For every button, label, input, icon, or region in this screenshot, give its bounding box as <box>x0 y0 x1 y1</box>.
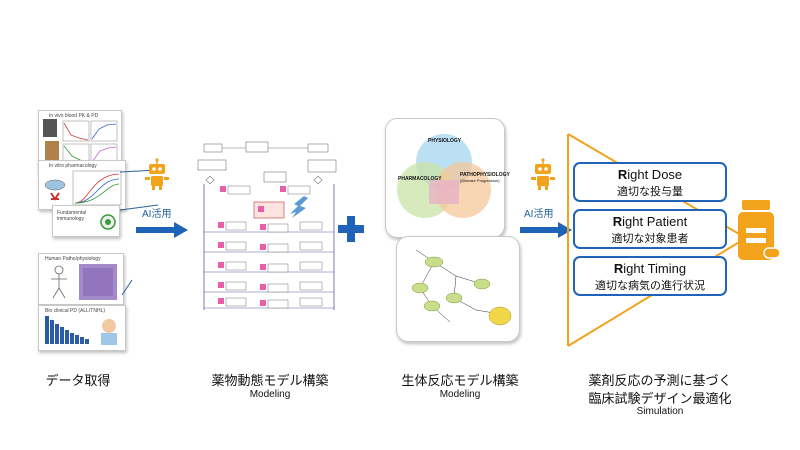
result-right-patient: Right Patient 適切な対象患者 <box>573 209 727 249</box>
caption-bio-sub: Modeling <box>439 389 481 400</box>
big-arrow-2 <box>520 222 572 238</box>
card-title: In vitro pharmacology <box>49 163 97 169</box>
clinical-bar-chart-icon <box>45 316 117 345</box>
venn-label-pharmacology: PHARMACOLOGY <box>398 176 442 182</box>
result-initial: R <box>617 167 628 182</box>
immune-cell-icon <box>100 214 116 230</box>
card-title: Bio clinical PD (ALL/TNHL) <box>45 308 106 314</box>
result-right-dose: Right Dose 適切な投与量 <box>573 162 727 202</box>
result-initial: R <box>613 261 624 276</box>
big-arrow-1 <box>136 222 188 238</box>
venn-label-pathophysiology: PATHOPHYSIOLOGY <box>460 172 510 178</box>
data-card-immunology: Fundamental immunology <box>52 205 120 237</box>
dose-response-icon <box>44 170 122 206</box>
data-card-clinical: Bio clinical PD (ALL/TNHL) <box>38 305 126 351</box>
human-tissue-icon <box>51 264 117 300</box>
result-title: ight Dose <box>627 167 683 182</box>
medicine-bottle-icon <box>738 200 780 260</box>
data-card-human: Human Patho/physiology <box>38 253 124 305</box>
pathway-network <box>411 249 512 326</box>
robot-icon <box>145 158 169 190</box>
caption-sim-line1: 薬剤反応の予測に基づく <box>588 374 732 389</box>
robot-icon <box>531 158 555 190</box>
plus-icon <box>338 216 364 242</box>
pk-model-flowchart <box>196 140 341 318</box>
venn-label-progression: (Disease Progression) <box>460 178 500 183</box>
ai-label: AI活用 <box>142 209 172 220</box>
result-title: ight Patient <box>622 214 688 229</box>
data-card-invitro: In vitro pharmacology <box>38 160 126 210</box>
caption-pk-model: 薬物動態モデル構築 <box>211 374 329 389</box>
card-title: Human Patho/physiology <box>45 256 101 262</box>
caption-sim-line2: 臨床試験デザイン最適化 <box>588 392 732 407</box>
result-jp: 適切な対象患者 <box>611 232 689 245</box>
result-initial: R <box>612 214 623 229</box>
result-title: ight Timing <box>623 261 687 276</box>
venn-diagram <box>397 134 491 218</box>
card-title: Fundamental immunology <box>57 210 87 222</box>
caption-sim-sub: Simulation <box>636 406 684 417</box>
result-jp: 適切な病気の進行状況 <box>595 279 705 292</box>
result-right-timing: Right Timing 適切な病気の進行状況 <box>573 256 727 296</box>
venn-label-physiology: PHYSIOLOGY <box>428 138 462 144</box>
caption-pk-sub: Modeling <box>249 389 291 400</box>
caption-bio-model: 生体反応モデル構築 <box>401 374 519 389</box>
caption-data-acquisition: データ取得 <box>45 374 111 389</box>
ai-label: AI活用 <box>524 209 554 220</box>
result-jp: 適切な投与量 <box>617 185 683 198</box>
card-title: In vivo blood PK & PD <box>49 113 99 119</box>
